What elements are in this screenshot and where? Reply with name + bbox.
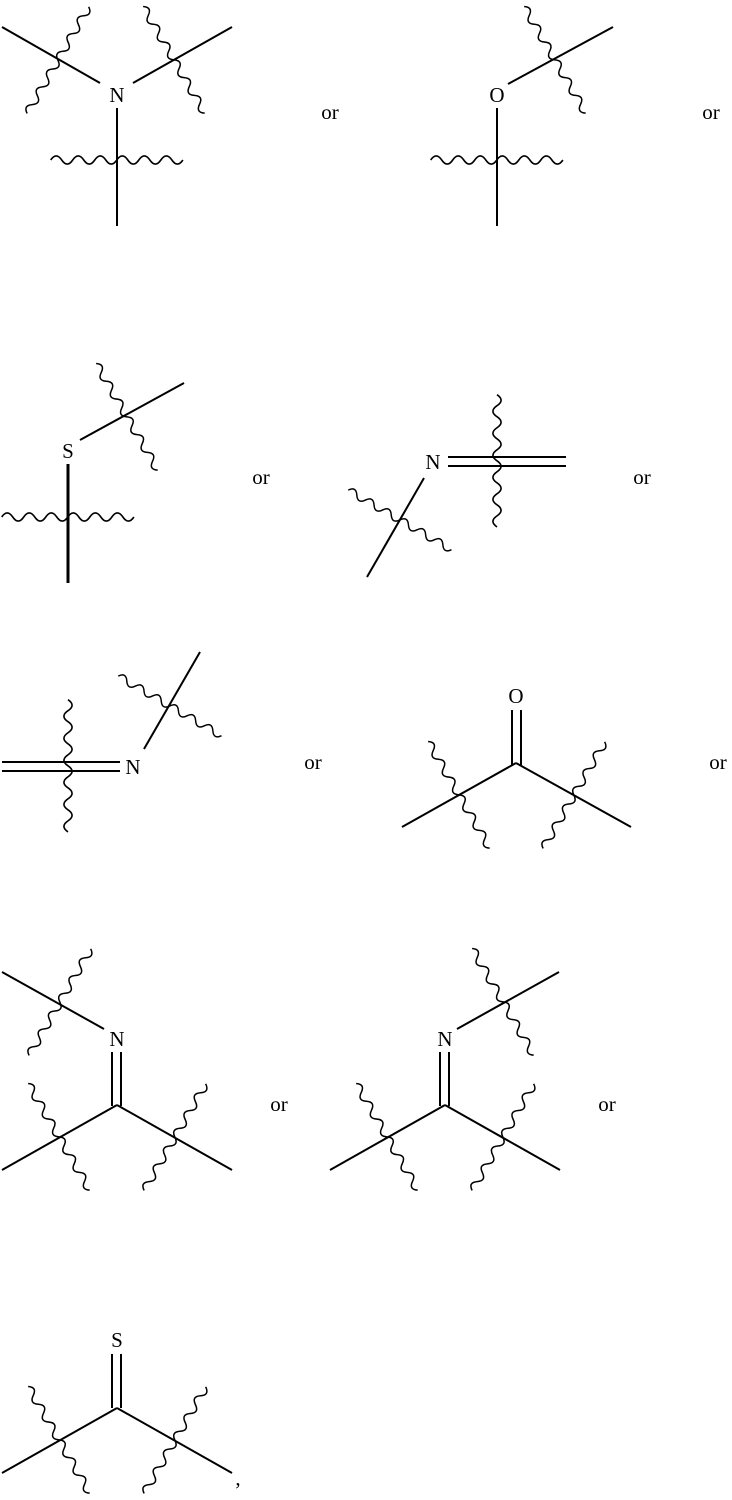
atom-label: N [425, 450, 440, 474]
bond [456, 971, 560, 1030]
structure-ketimine-right: N [329, 945, 561, 1194]
bond [1, 971, 105, 1030]
wavy-bond-icon [140, 1384, 210, 1497]
wavy-bond-icon [468, 1081, 538, 1194]
wavy-bond-icon [92, 360, 162, 473]
or-label: or [304, 750, 322, 774]
atom-label: O [508, 684, 523, 708]
atom-label: N [109, 1027, 124, 1051]
or-label: or [709, 750, 727, 774]
wavy-bond-icon [24, 1383, 94, 1496]
wavy-bond-icon [63, 698, 73, 833]
atom-label: N [109, 83, 124, 107]
atom-label: S [111, 1328, 123, 1352]
or-label: or [633, 465, 651, 489]
or-label: or [598, 1092, 616, 1116]
or-label: or [252, 465, 270, 489]
atom-label: N [125, 755, 140, 779]
bond [507, 26, 614, 85]
wavy-bond-icon [345, 486, 455, 554]
or-label: or [270, 1092, 288, 1116]
wavy-bond-icon [492, 393, 502, 528]
structure-ether: O [429, 3, 614, 226]
structure-thioether: S [0, 360, 185, 583]
atom-label: N [437, 1027, 452, 1051]
wavy-bond-icon [539, 739, 609, 852]
atom-label: S [62, 439, 74, 463]
bond [132, 26, 233, 84]
or-label: or [702, 100, 720, 124]
wavy-bond-icon [352, 1080, 422, 1193]
bond [366, 477, 425, 578]
or-label: or [321, 100, 339, 124]
wavy-bond-icon [424, 738, 494, 851]
wavy-bond-icon [24, 1080, 94, 1193]
structure-imine-n-first: N [345, 393, 566, 578]
atom-label: O [489, 83, 504, 107]
structure-ketimine-left: N [1, 946, 233, 1194]
wavy-bond-icon [25, 946, 95, 1059]
wavy-bond-icon [468, 945, 538, 1058]
wavy-bond-icon [140, 1081, 210, 1194]
wavy-bond-icon [139, 3, 209, 116]
wavy-bond-icon [115, 672, 225, 740]
bond [79, 382, 185, 441]
wavy-bond-icon [520, 3, 590, 116]
structure-amine: N [1, 3, 233, 226]
bond [1, 26, 101, 84]
structure-imine-c-first: N [2, 651, 225, 833]
bond [143, 651, 201, 750]
structure-ketone: O [401, 684, 632, 852]
wavy-bond-icon [23, 4, 93, 117]
structure-thioketone: S , [1, 1328, 241, 1497]
trailing-comma: , [235, 1466, 240, 1490]
